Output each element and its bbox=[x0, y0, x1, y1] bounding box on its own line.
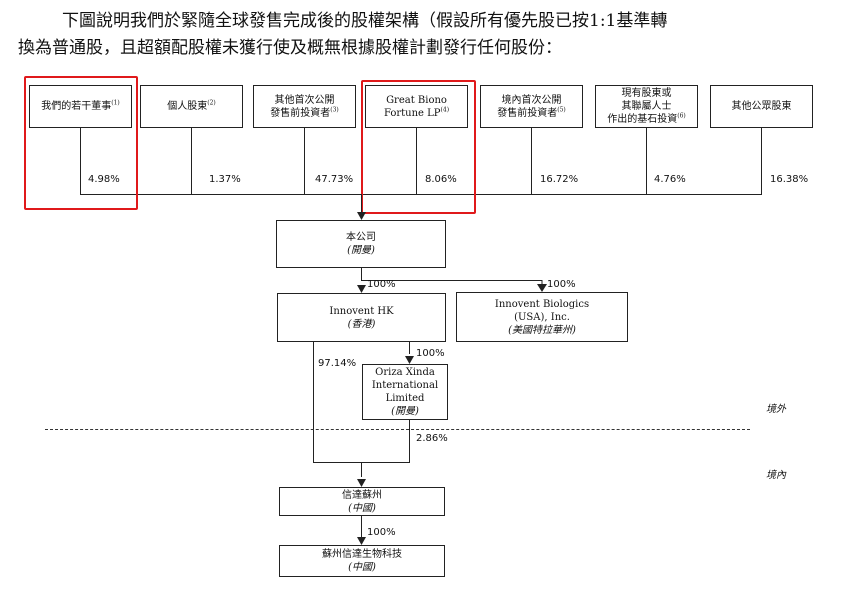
ownership-pct-xinda-from-oriza: 2.86% bbox=[416, 433, 448, 444]
region-label-onshore: 境內 bbox=[766, 470, 786, 481]
company-jurisdiction: (開曼) bbox=[347, 245, 375, 256]
arrowhead bbox=[357, 479, 366, 487]
shareholding-pct: 4.76% bbox=[654, 174, 686, 185]
shareholding-pct: 4.98% bbox=[88, 174, 120, 185]
offshore-onshore-divider bbox=[45, 429, 750, 430]
region-label-offshore: 境外 bbox=[766, 404, 786, 415]
connector-line bbox=[761, 128, 762, 194]
entity-jurisdiction: (中國) bbox=[348, 562, 376, 573]
oriza-box: Oriza Xinda International Limited (開曼) bbox=[362, 364, 448, 420]
shareholding-pct: 16.72% bbox=[540, 174, 579, 185]
entity-jurisdiction: (美國特拉華州) bbox=[508, 324, 576, 336]
shareholding-pct: 16.38% bbox=[770, 174, 809, 185]
connector-line bbox=[361, 516, 362, 537]
note-ref: (4) bbox=[440, 106, 450, 114]
connector-line bbox=[409, 342, 410, 354]
connector-line bbox=[531, 128, 532, 194]
entity-line: Oriza Xinda bbox=[375, 367, 435, 378]
note-ref: (1) bbox=[111, 99, 120, 107]
connector-line bbox=[80, 194, 762, 195]
arrowhead bbox=[357, 285, 366, 293]
shareholding-pct: 8.06% bbox=[425, 174, 457, 185]
shareholder-line: 境內首次公開 bbox=[501, 94, 562, 106]
intro-line-2: 換為普通股，且超額配股權未獲行使及概無根據股權計劃發行任何股份： bbox=[18, 38, 562, 58]
connector-line bbox=[361, 462, 362, 477]
connector-line bbox=[191, 128, 192, 194]
highlight-box-great-biono bbox=[361, 80, 476, 214]
suzhou-bio-box: 蘇州信達生物科技 (中國) bbox=[279, 545, 445, 577]
connector-line bbox=[361, 268, 362, 280]
connector-line bbox=[646, 128, 647, 194]
arrowhead bbox=[357, 537, 366, 545]
shareholder-line: 現有股東或 bbox=[621, 88, 672, 99]
connector-line bbox=[409, 420, 410, 462]
innovent-hk-box: Innovent HK (香港) bbox=[277, 293, 446, 342]
entity-name: 信達蘇州 bbox=[342, 489, 382, 501]
shareholder-line: 作出的基石投資 bbox=[607, 114, 678, 125]
ownership-pct-innovent-usa: 100% bbox=[547, 279, 576, 290]
entity-name: 蘇州信達生物科技 bbox=[322, 549, 402, 560]
shareholder-name: 我們的若干董事 bbox=[41, 101, 112, 112]
intro-paragraph: 下圖說明我們於緊隨全球發售完成後的股權架構（假設所有優先股已按1:1基準轉 換為… bbox=[18, 8, 848, 62]
shareholder-box-directors: 我們的若干董事(1) bbox=[29, 85, 132, 128]
shareholder-line: Great Biono bbox=[386, 94, 447, 106]
connector-line bbox=[361, 194, 362, 219]
connector-line bbox=[313, 342, 314, 462]
entity-jurisdiction: (香港) bbox=[347, 318, 376, 330]
ownership-pct-oriza: 100% bbox=[416, 348, 445, 359]
note-ref: (5) bbox=[557, 106, 566, 114]
shareholder-box-other-public: 其他公眾股東 bbox=[710, 85, 813, 128]
note-ref: (2) bbox=[207, 99, 216, 107]
entity-jurisdiction: (開曼) bbox=[391, 406, 419, 417]
shareholder-box-other-pre-ipo: 其他首次公開 發售前投資者(3) bbox=[253, 85, 356, 128]
shareholder-line: 其他首次公開 bbox=[274, 94, 335, 106]
entity-name: Innovent HK bbox=[329, 305, 394, 317]
entity-line: Innovent Biologics bbox=[494, 298, 590, 310]
intro-line-1: 下圖說明我們於緊隨全球發售完成後的股權架構（假設所有優先股已按1:1基準轉 bbox=[62, 11, 668, 31]
shareholder-line: 發售前投資者 bbox=[497, 107, 558, 119]
connector-line bbox=[304, 128, 305, 194]
connector-line bbox=[361, 280, 542, 281]
xinda-suzhou-box: 信達蘇州 (中國) bbox=[279, 487, 445, 516]
note-ref: (3) bbox=[330, 106, 339, 114]
shareholder-name: 個人股東 bbox=[167, 101, 208, 112]
note-ref: (6) bbox=[677, 112, 686, 120]
innovent-usa-box: Innovent Biologics (USA), Inc. (美國特拉華州) bbox=[456, 292, 628, 342]
ownership-pct-suzhou-bio: 100% bbox=[367, 527, 396, 538]
arrowhead bbox=[537, 284, 547, 292]
ownership-pct-xinda-from-hk: 97.14% bbox=[318, 358, 357, 369]
entity-line: International bbox=[371, 380, 439, 391]
company-name: 本公司 bbox=[346, 232, 376, 243]
entity-line: Limited bbox=[385, 393, 425, 404]
connector-line bbox=[80, 128, 81, 194]
entity-line: (USA), Inc. bbox=[514, 311, 570, 323]
shareholding-pct: 1.37% bbox=[209, 174, 241, 185]
shareholder-line: Fortune LP bbox=[383, 107, 441, 119]
shareholder-box-individual: 個人股東(2) bbox=[140, 85, 243, 128]
shareholder-box-great-biono: Great Biono Fortune LP(4) bbox=[365, 85, 468, 128]
shareholder-box-onshore-pre-ipo: 境內首次公開 發售前投資者(5) bbox=[480, 85, 583, 128]
shareholder-line: 發售前投資者 bbox=[270, 107, 331, 119]
shareholder-box-cornerstone: 現有股東或 其聯屬人士 作出的基石投資(6) bbox=[595, 85, 698, 128]
company-box: 本公司 (開曼) bbox=[276, 220, 446, 268]
connector-line bbox=[416, 128, 417, 194]
ownership-pct-innovent-hk: 100% bbox=[367, 279, 396, 290]
highlight-box-directors bbox=[24, 76, 138, 210]
shareholding-pct: 47.73% bbox=[315, 174, 354, 185]
shareholder-name: 其他公眾股東 bbox=[731, 101, 792, 112]
arrowhead bbox=[405, 356, 414, 364]
shareholder-line: 其聯屬人士 bbox=[621, 101, 672, 112]
entity-jurisdiction: (中國) bbox=[348, 502, 376, 514]
